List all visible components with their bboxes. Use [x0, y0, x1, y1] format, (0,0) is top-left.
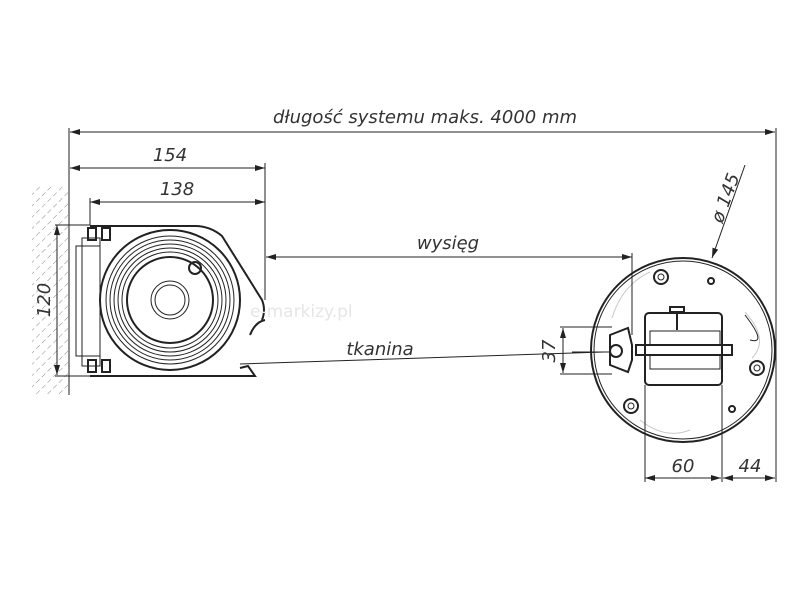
watermark: e-markizy.pl [250, 302, 353, 322]
bracket-height-label: 37 [539, 339, 560, 362]
offset-b-label: 44 [739, 456, 762, 477]
dimension-diameter [711, 164, 746, 259]
width-outer-label: 154 [153, 145, 187, 166]
awning-cassette [75, 225, 266, 377]
fabric-label: tkanina [346, 339, 413, 360]
projection-label: wysięg [417, 233, 479, 254]
offset-a-label: 60 [672, 456, 695, 477]
height-label: 120 [34, 283, 55, 317]
wall-hatching [32, 186, 68, 394]
fabric-line [239, 351, 605, 365]
end-bracket [590, 257, 776, 443]
width-inner-label: 138 [160, 179, 194, 200]
system-length-label: długość systemu maks. 4000 mm [273, 107, 577, 128]
diameter-label: ø 145 [707, 171, 745, 227]
